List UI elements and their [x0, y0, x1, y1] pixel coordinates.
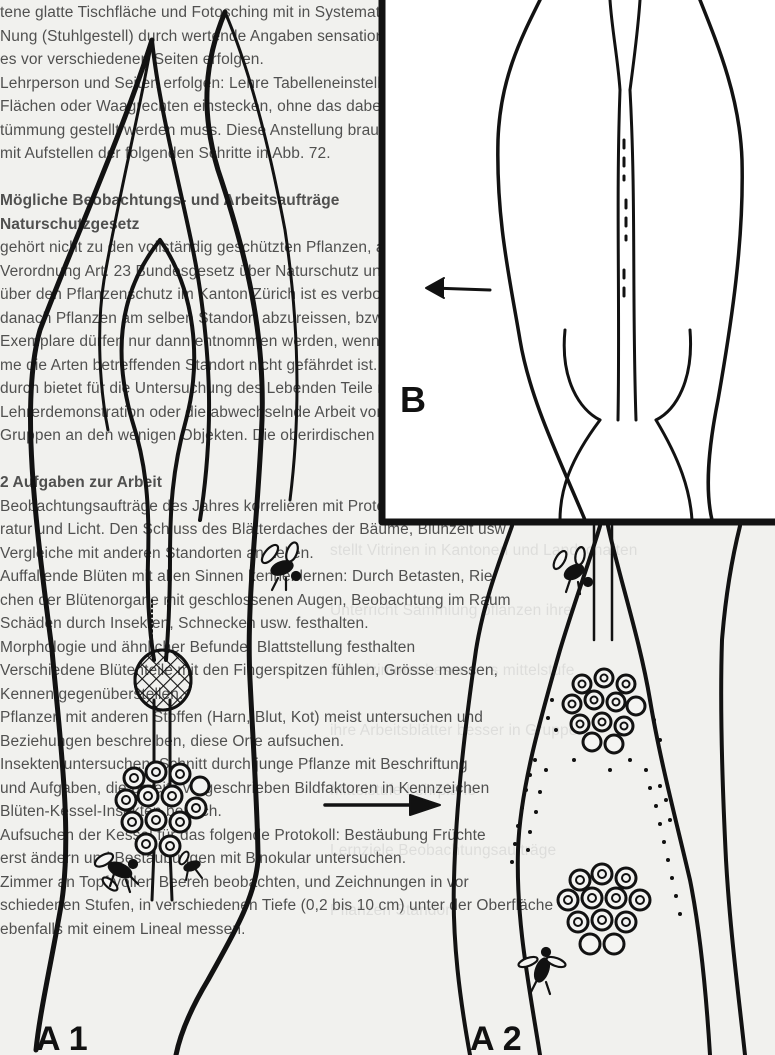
- figure-label-a2: A 2: [470, 1020, 522, 1055]
- insect-icon: [259, 541, 300, 590]
- figure-label-a1: A 1: [36, 1020, 88, 1055]
- insect-icon: [93, 851, 138, 893]
- figure-label-b: B: [400, 379, 426, 420]
- figure-b: [382, 0, 775, 522]
- insect-icon: [177, 850, 202, 880]
- figure-a2: [454, 526, 745, 1055]
- figure-a1: [30, 12, 300, 1055]
- arrow-right-icon: [325, 795, 440, 815]
